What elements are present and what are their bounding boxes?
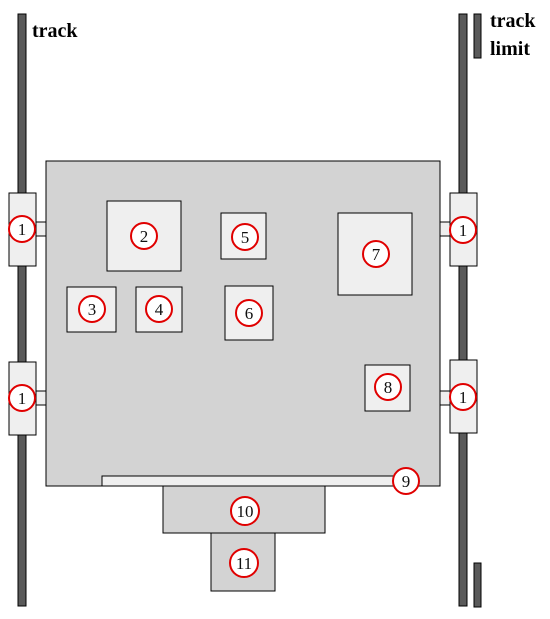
marker-1-left-top: 1 (8, 215, 36, 243)
marker-11: 11 (229, 548, 259, 578)
marker-1-left-bottom: 1 (8, 384, 36, 412)
marker-6: 6 (235, 299, 263, 327)
svg-text:2: 2 (140, 227, 149, 246)
track-limit-label-line1: track (490, 10, 536, 32)
connector-right-bottom (439, 390, 451, 406)
marker-8: 8 (374, 373, 402, 401)
svg-text:1: 1 (459, 221, 468, 240)
svg-text:10: 10 (237, 502, 254, 521)
svg-text:9: 9 (402, 472, 411, 491)
svg-text:3: 3 (88, 300, 97, 319)
marker-10: 10 (230, 496, 260, 526)
marker-5: 5 (231, 223, 259, 251)
marker-4: 4 (145, 295, 173, 323)
track-label: track (32, 20, 78, 42)
svg-text:8: 8 (384, 378, 393, 397)
svg-text:4: 4 (155, 300, 164, 319)
connector-right-top (439, 221, 451, 237)
svg-text:7: 7 (372, 245, 381, 264)
track-limit-label-line2: limit (490, 38, 530, 60)
svg-text:5: 5 (241, 228, 250, 247)
connector-left-bottom (35, 390, 47, 406)
svg-text:1: 1 (18, 220, 27, 239)
svg-text:6: 6 (245, 304, 254, 323)
svg-text:1: 1 (459, 388, 468, 407)
svg-text:1: 1 (18, 389, 27, 408)
left-track-rail (17, 13, 27, 607)
component-9-strip (101, 475, 403, 487)
marker-7: 7 (362, 240, 390, 268)
track-limit-top (473, 13, 482, 59)
marker-3: 3 (78, 295, 106, 323)
right-track-rail (458, 13, 468, 607)
svg-text:11: 11 (236, 554, 252, 573)
marker-1-right-bottom: 1 (449, 383, 477, 411)
marker-2: 2 (130, 222, 158, 250)
track-limit-bottom (473, 562, 482, 608)
component-8-block (364, 364, 411, 412)
marker-9: 9 (392, 467, 420, 495)
component-2-block (106, 200, 182, 272)
connector-left-top (35, 221, 47, 237)
marker-1-right-top: 1 (449, 216, 477, 244)
